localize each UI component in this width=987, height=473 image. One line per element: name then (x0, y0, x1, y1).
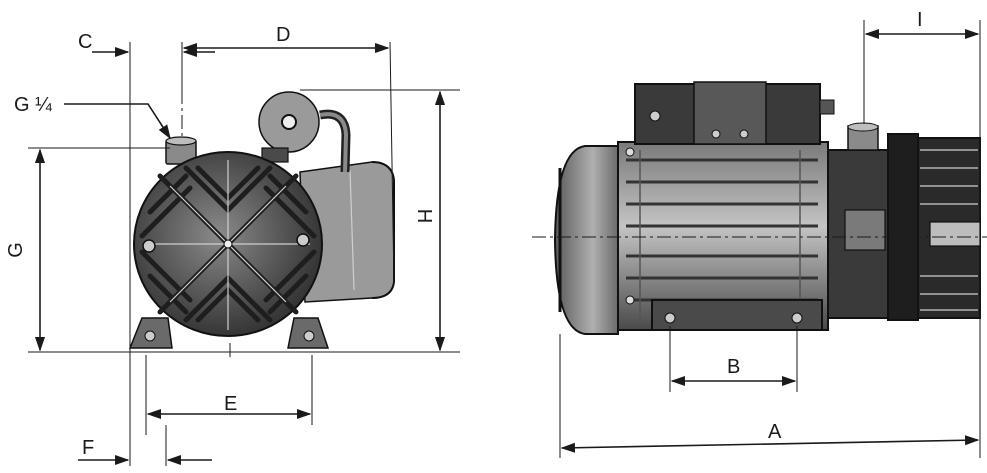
label-a: A (768, 421, 782, 443)
side-view (532, 81, 987, 335)
side-view-dimensions: I B A (559, 9, 981, 458)
label-g: G (5, 242, 27, 258)
motor-end-cap (553, 145, 619, 335)
label-port: G ¼ (14, 94, 52, 116)
label-e: E (224, 393, 237, 415)
label-c: C (78, 31, 92, 53)
pump-flange (887, 133, 919, 321)
end-view-dimensions: C D G ¼ G H E F (5, 24, 460, 466)
dim-a-line (560, 435, 980, 453)
label-h: H (413, 209, 435, 223)
end-view (128, 90, 395, 360)
gauge (258, 91, 351, 173)
pump-fins (920, 149, 978, 311)
label-i: I (917, 9, 923, 31)
label-b: B (727, 356, 740, 378)
label-f: F (82, 437, 94, 459)
label-d: D (276, 24, 290, 46)
